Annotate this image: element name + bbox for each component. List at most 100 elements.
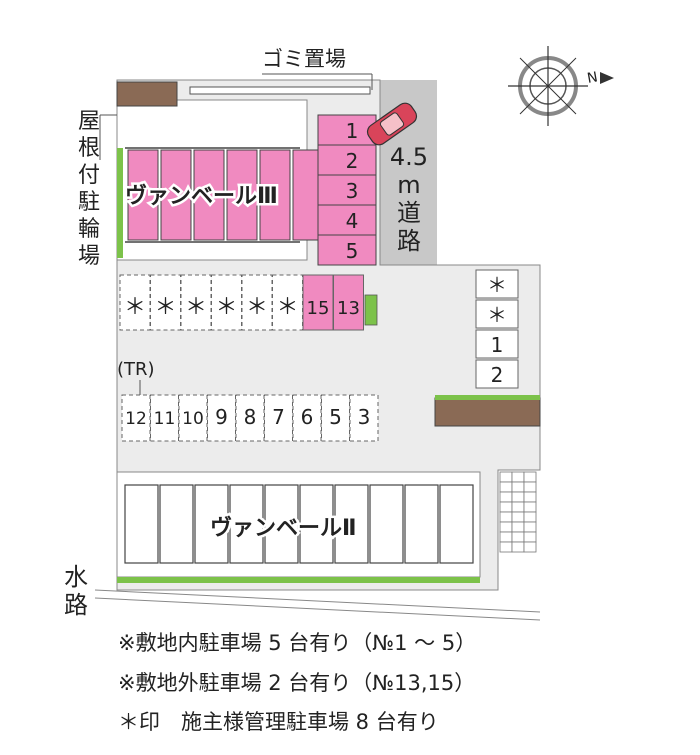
parking-space [475,359,519,389]
waterway-line [94,589,541,613]
parking-space [321,394,350,442]
parking-number: 3 [358,405,371,429]
planter [434,397,541,427]
parking-number: ＊ [124,295,146,320]
parking-number: 13 [337,298,360,319]
parking-number: 15 [307,298,330,319]
parking-number: 10 [182,409,204,429]
parking-space [121,394,151,442]
building-unit [404,484,439,564]
building-unit [299,484,334,564]
parking-space [292,394,322,442]
waterway-label: 水路 [64,563,88,619]
building-unit [124,484,159,564]
parking-number: 4 [346,209,359,233]
label-char: 路 [64,591,88,619]
label-char: 付 [78,163,100,188]
parking-space [207,394,236,442]
parking-space [317,144,377,176]
building-unit [226,149,258,241]
building-3-name: ヴァンベールⅢ [125,183,278,209]
parking-column-pink: 1 2 3 4 5 [317,114,377,266]
waterway-line [94,597,541,621]
label-char: 水 [64,563,88,591]
parking-number: ＊ [154,295,176,320]
parking-number: 3 [346,179,359,203]
building-unit [194,484,229,564]
parking-number: 5 [346,239,359,263]
building-unit [334,484,369,564]
parking-number: 1 [491,333,504,357]
parking-row-top: ＊ ＊ ＊ ＊ ＊ ＊ 15 13 [119,274,364,331]
building-unit [259,149,291,241]
parking-space [180,274,212,331]
building-unit [369,484,404,564]
label-char: 道 [397,199,421,227]
svg-text:N: N [586,69,599,87]
parking-number: 1 [346,119,359,143]
parking-space [235,394,265,442]
parking-space [317,174,377,206]
label-char: 輪 [78,217,100,242]
parking-space [475,329,519,359]
building-unit [229,484,264,564]
parking-space [317,204,377,236]
parking-number: 8 [244,405,257,429]
parking-space [272,274,303,331]
label-char: 場 [78,244,100,269]
parking-space [150,274,181,331]
parking-space [119,274,151,331]
building-2-name: ヴァンベールⅡ [210,515,357,541]
building-unit [264,484,299,564]
parking-number: 2 [346,149,359,173]
parking-space [333,274,364,331]
parking-space [178,394,208,442]
parking-space [211,274,242,331]
note-owner: ＊印 施主様管理駐車場 8 台有り [118,710,439,734]
building-2-units [124,484,474,564]
parking-number: ＊ [487,273,507,297]
garbage-label: ゴミ置場 [262,47,346,71]
label-char: m [397,171,420,199]
parking-number: 9 [215,405,228,429]
tr-label: (TR) [117,359,155,380]
parking-number: 12 [125,409,147,429]
parking-column-right: ＊＊12 [475,269,519,389]
building-unit [193,149,225,241]
building-unit [439,484,474,564]
building-unit [159,484,194,564]
label-char: 根 [78,136,100,161]
label-char: 屋 [78,109,100,134]
label-char: 4.5 [390,143,428,171]
parking-number: ＊ [276,295,298,320]
hedge [364,294,378,326]
building-3-units [125,147,324,243]
note-onsite: ※敷地内駐車場 5 台有り（№1 〜 5） [118,631,477,655]
parking-space [302,274,334,331]
parking-number: ＊ [246,295,268,320]
parking-space [264,394,293,442]
compass-icon: N [508,46,614,126]
note-offsite: ※敷地外駐車場 2 台有り（№13,15） [118,671,476,695]
parking-number: 7 [272,405,285,429]
building-unit [127,149,159,241]
parking-number: 5 [329,405,342,429]
label-char: 路 [397,227,421,255]
parking-space [475,269,519,299]
parking-number: 2 [491,363,504,387]
garbage-area [189,86,371,95]
parking-number: 11 [154,409,176,429]
parking-space [349,394,379,442]
parking-number: ＊ [185,295,207,320]
label-char: 駐 [78,190,100,215]
hedge [117,577,480,583]
parking-space [150,394,179,442]
parking-number: 6 [301,405,314,429]
car-icon [366,102,418,146]
parking-number: ＊ [215,295,237,320]
parking-space [317,234,377,266]
